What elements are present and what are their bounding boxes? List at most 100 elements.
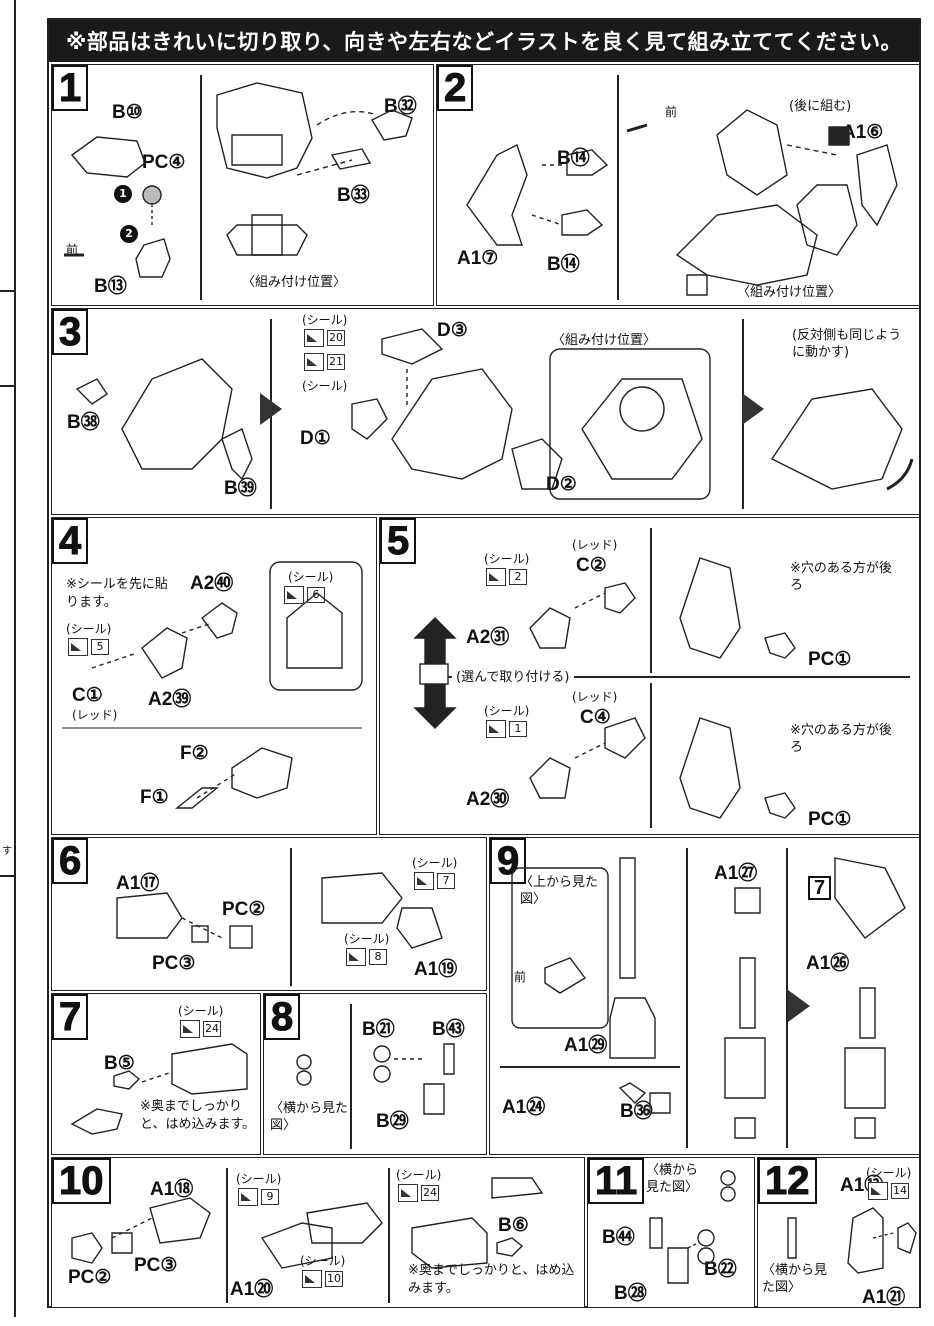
part-label: C② — [576, 555, 607, 576]
front-label: 前 — [665, 105, 678, 119]
sticker-icon — [346, 948, 366, 966]
part-label: B⑭ — [557, 148, 590, 169]
divider — [440, 676, 910, 678]
sticker-ref: 24 — [398, 1184, 439, 1202]
part-label: PC③ — [152, 953, 196, 974]
sticker-icon — [486, 720, 506, 738]
part-label: PC④ — [142, 152, 186, 173]
side-view-label: 〈横から見た図〉 — [762, 1263, 828, 1295]
part-label: B㉑ — [362, 1019, 395, 1040]
part-label: B⑩ — [112, 102, 143, 123]
part-label: B㊹ — [602, 1227, 635, 1248]
next-arrow-icon — [260, 393, 282, 425]
sticker-ref: 10 — [302, 1270, 343, 1288]
part-label: PC② — [68, 1267, 112, 1288]
sticker-ref: 20 — [304, 329, 345, 347]
step-number: 1 — [52, 65, 89, 111]
next-arrow-icon — [742, 393, 764, 425]
color-note: (レッド) — [572, 690, 618, 704]
apply-sticker-first-note: ※シールを先に貼ります。 — [66, 577, 168, 610]
mount-position-label: 〈組み付け位置〉 — [552, 333, 657, 348]
sticker-label: (シール) — [484, 704, 530, 718]
part-label: B㉘ — [614, 1283, 647, 1304]
sticker-label: (シール) — [344, 932, 390, 946]
divider — [686, 848, 688, 1148]
part-label: B㊱ — [620, 1101, 653, 1122]
part-label: F① — [140, 787, 169, 808]
sticker-icon — [486, 568, 506, 586]
sticker-label: (シール) — [178, 1004, 224, 1018]
part-label: A1⑰ — [116, 873, 160, 894]
part-label: B⑥ — [498, 1215, 529, 1236]
part-label: B⑭ — [547, 254, 580, 275]
front-label: 前 — [514, 970, 527, 984]
step-12-illustration — [787, 1207, 917, 1274]
sticker-icon — [302, 1270, 322, 1288]
part-label: B⑤ — [104, 1053, 135, 1074]
mount-position-label: 〈組み付け位置〉 — [737, 285, 842, 300]
sticker-ref: 8 — [346, 948, 387, 966]
sticker-ref: 2 — [486, 568, 527, 586]
sticker-icon — [180, 1020, 200, 1038]
part-label: PC① — [808, 649, 852, 670]
part-label: B㉙ — [376, 1111, 409, 1132]
step-3-illustration — [75, 328, 914, 500]
part-label: B㉜ — [384, 96, 417, 117]
sticker-number: 20 — [327, 330, 345, 346]
part-label: A2㊵ — [190, 573, 234, 594]
mount-position-label: 〈組み付け位置〉 — [242, 275, 347, 290]
part-label: A1㉖ — [806, 953, 850, 974]
part-label: A1⑦ — [457, 248, 499, 269]
divider — [388, 1168, 390, 1303]
sticker-ref: 21 — [304, 353, 345, 371]
sticker-label: (シール) — [302, 379, 348, 393]
part-label: B⑬ — [94, 276, 127, 297]
step-6-illustration — [116, 872, 443, 949]
part-label: D③ — [437, 320, 468, 341]
color-note: (レッド) — [572, 538, 618, 552]
part-label: D② — [546, 474, 577, 495]
step-12-panel: 12 A1⑬ (シール) 14 A1㉑ 〈横から見た図〉 — [757, 1157, 920, 1308]
part-label: F② — [180, 743, 209, 764]
sticker-icon — [414, 872, 434, 890]
divider — [650, 683, 652, 828]
step-8-illustration — [296, 1043, 455, 1115]
left-margin-strip — [0, 0, 16, 290]
part-label: PC① — [808, 809, 852, 830]
step-number: 2 — [437, 65, 474, 111]
part-label: A2㉛ — [466, 627, 510, 648]
hole-back-note: ※穴のある方が後ろ — [790, 561, 892, 593]
step-3-panel: 3 B㊳ B㊴ D③ D① D② (シール) 20 21 (シール) 〈組み付け… — [51, 308, 920, 515]
step-2-illustration — [466, 109, 898, 296]
step-number: 6 — [52, 838, 89, 884]
sticker-number: 10 — [325, 1271, 343, 1287]
substep-number: 7 — [808, 876, 832, 900]
part-label: PC② — [222, 899, 266, 920]
step-6-panel: 6 A1⑰ PC② PC③ A1⑲ (シール) 7 (シール) 8 — [51, 837, 487, 991]
step-2-panel: 2 B⑭ A1⑦ B⑭ A1⑥ (後に組む) 前 〈組み付け位置〉 — [436, 64, 920, 306]
sticker-icon — [398, 1184, 418, 1202]
divider — [226, 1168, 228, 1303]
part-label: B㊳ — [67, 412, 100, 433]
part-label: B㊴ — [224, 478, 257, 499]
sticker-ref: 5 — [68, 638, 109, 656]
sticker-ref: 14 — [868, 1182, 909, 1200]
part-label: A1㉔ — [502, 1097, 546, 1118]
divider — [350, 1004, 352, 1149]
next-arrow-icon — [788, 990, 810, 1022]
sticker-label: (シール) — [484, 552, 530, 566]
divider — [200, 75, 202, 300]
step-1-illustration — [64, 82, 413, 278]
sticker-ref: 9 — [238, 1188, 279, 1206]
sticker-ref: 1 — [486, 720, 527, 738]
sticker-label: (シール) — [302, 313, 348, 327]
step-7-panel: 7 (シール) 24 B⑤ ※奥までしっかりと、はめ込みます。 — [51, 993, 261, 1155]
divider — [617, 75, 619, 300]
step-11-panel: 11 〈横から見た図〉 B㊹ B㉒ B㉘ — [587, 1157, 755, 1308]
part-label: A1㉑ — [862, 1287, 906, 1308]
step-7-illustration — [70, 1043, 248, 1135]
part-label: A1⑳ — [230, 1279, 274, 1300]
part-label: B㉝ — [337, 185, 370, 206]
sticker-label: (シール) — [236, 1172, 282, 1186]
divider — [650, 528, 652, 673]
